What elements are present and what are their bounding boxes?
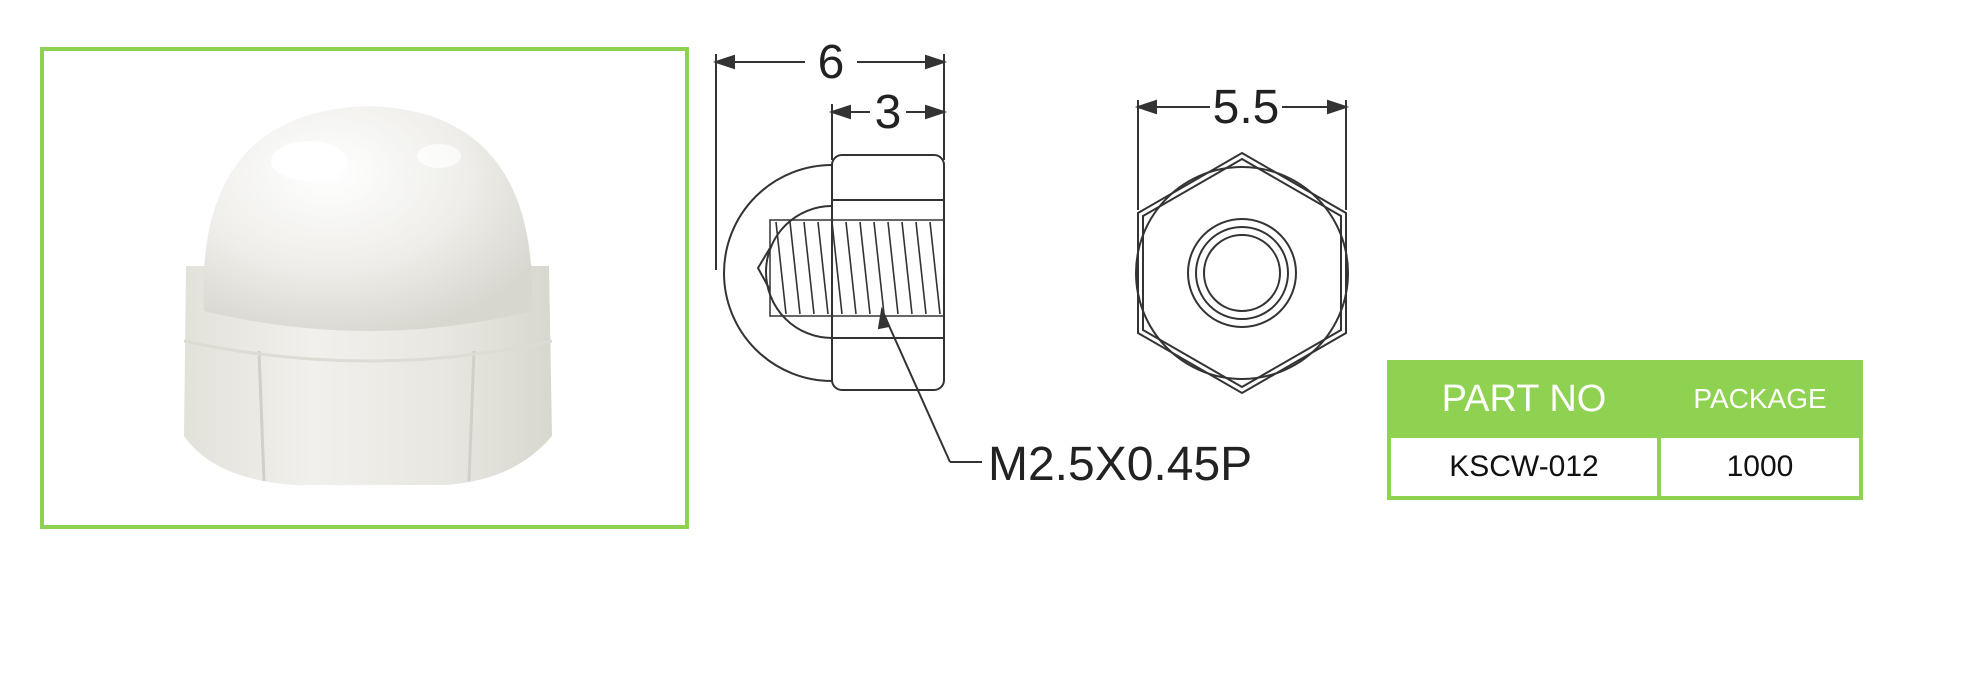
dimension-hex-width — [1134, 99, 1350, 210]
dimension-overall-length — [712, 54, 948, 270]
spec-table: PART NO PACKAGE KSCW-012 1000 — [1387, 360, 1863, 500]
dimension-hex-length — [828, 104, 948, 160]
thread-callout: M2.5X0.45P — [988, 438, 1252, 491]
header-part-no: PART NO — [1391, 364, 1657, 434]
dim-label-3: 3 — [875, 86, 902, 139]
dim-label-5-5: 5.5 — [1213, 81, 1280, 134]
cap-nut-photo-icon — [183, 106, 553, 485]
side-view — [723, 154, 982, 463]
cell-part-no: KSCW-012 — [1391, 438, 1657, 496]
front-view — [1135, 151, 1349, 395]
product-photo-frame — [40, 47, 689, 529]
header-package: PACKAGE — [1661, 364, 1859, 434]
cell-package: 1000 — [1661, 438, 1859, 496]
dim-label-6: 6 — [818, 36, 845, 89]
